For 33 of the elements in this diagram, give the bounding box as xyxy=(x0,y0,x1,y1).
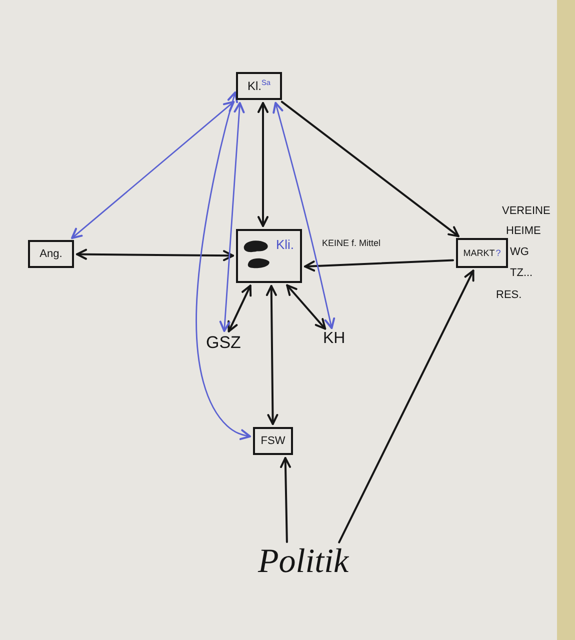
label-box xyxy=(456,238,508,268)
question-mark: ? xyxy=(496,248,501,258)
side-note: KEINE f. Mittel xyxy=(322,239,381,248)
arrow xyxy=(280,457,291,543)
double-arrow xyxy=(258,102,268,227)
double-arrow xyxy=(219,102,245,332)
box-label: FSW xyxy=(260,436,286,446)
arrow xyxy=(338,270,474,544)
box-label: Kli. xyxy=(276,238,294,251)
side-note: WG xyxy=(510,247,529,258)
node-label: GSZ xyxy=(206,334,241,351)
label-box xyxy=(236,229,302,283)
double-arrow xyxy=(228,284,252,332)
label-box xyxy=(253,427,293,455)
double-arrow xyxy=(76,248,234,262)
side-note: VEREINE xyxy=(502,206,550,217)
arrow xyxy=(304,259,454,272)
side-note: HEIME xyxy=(506,226,541,237)
double-arrow xyxy=(272,102,336,330)
box-label: MARKT xyxy=(463,248,495,258)
label-box xyxy=(28,240,74,268)
node-label: KH xyxy=(323,331,346,347)
label-box xyxy=(236,72,282,100)
box-label: Kl.$^{Sa}$ xyxy=(247,80,271,92)
double-arrow xyxy=(196,91,252,440)
box-label: Ang. xyxy=(40,248,62,260)
node-label: Politik xyxy=(258,545,349,579)
side-note: TZ... xyxy=(510,268,533,279)
double-arrow xyxy=(286,284,326,330)
side-note: RES. xyxy=(496,290,522,301)
double-arrow xyxy=(71,100,235,240)
double-arrow xyxy=(266,285,278,425)
arrow xyxy=(280,100,460,238)
